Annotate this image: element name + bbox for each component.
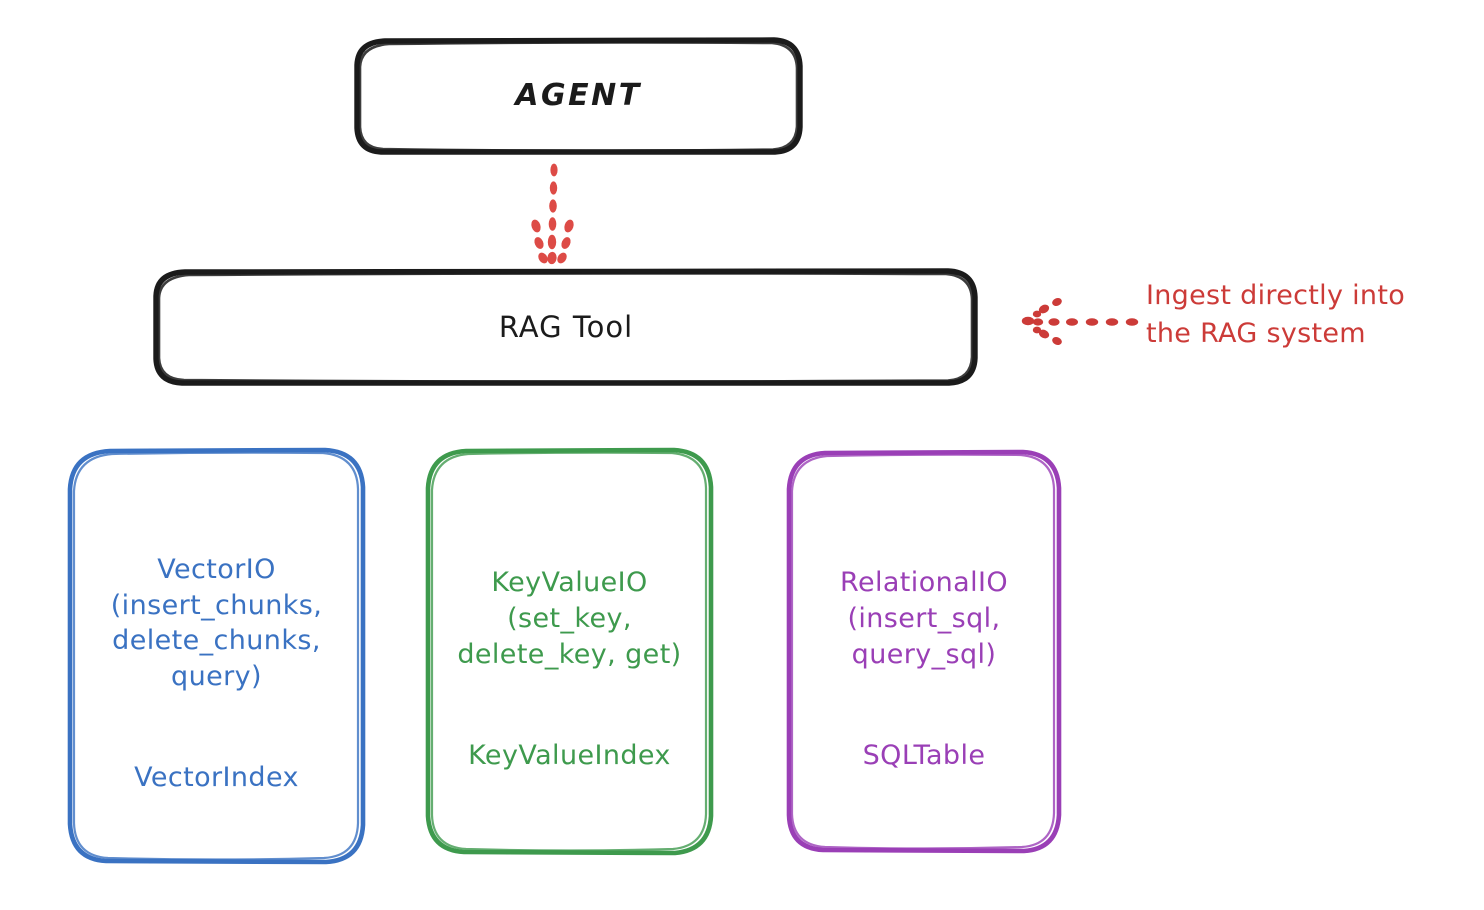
node-relational-io-text: RelationalIO (insert_sql, query_sql) SQL… [840, 530, 1008, 774]
node-agent[interactable]: AGENT [357, 40, 800, 153]
node-key-value-io-gap [457, 672, 681, 702]
node-vector-io-text: VectorIO (insert_chunks, delete_chunks, … [111, 516, 322, 795]
node-relational-io[interactable]: RelationalIO (insert_sql, query_sql) SQL… [789, 452, 1059, 851]
annotation-ingest-note: Ingest directly into the RAG system [1146, 280, 1406, 350]
node-key-value-io[interactable]: KeyValueIO (set_key, delete_key, get) Ke… [428, 450, 711, 853]
node-vector-io-gap [111, 694, 322, 724]
connector-ingest-note-to-rag-tool [1021, 298, 1139, 345]
node-relational-io-label: RelationalIO (insert_sql, query_sql) [840, 567, 1008, 670]
node-rag-tool[interactable]: RAG Tool [156, 271, 976, 384]
node-key-value-io-label: KeyValueIO (set_key, delete_key, get) [457, 567, 682, 670]
node-relational-io-secondary-label: SQLTable [862, 739, 986, 771]
node-key-value-io-secondary-label: KeyValueIndex [468, 739, 671, 771]
connector-agent-to-rag-tool [531, 163, 574, 265]
node-vector-io[interactable]: VectorIO (insert_chunks, delete_chunks, … [70, 450, 363, 862]
node-vector-io-label: VectorIO (insert_chunks, delete_chunks, … [110, 553, 323, 692]
node-key-value-io-text: KeyValueIO (set_key, delete_key, get) Ke… [457, 530, 681, 774]
node-agent-label: AGENT [515, 78, 642, 114]
node-rag-tool-label: RAG Tool [498, 309, 634, 344]
node-vector-io-secondary-label: VectorIndex [134, 762, 299, 794]
node-relational-io-gap [840, 672, 1008, 702]
